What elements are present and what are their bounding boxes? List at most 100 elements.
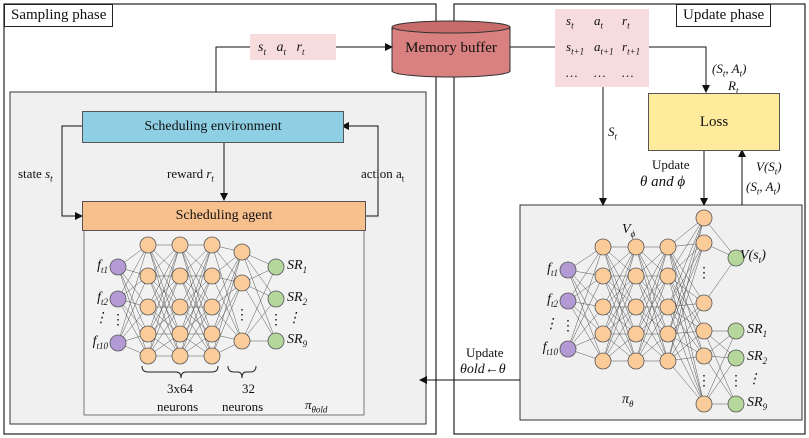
critic-actor-ellipsis: ⋮ (561, 319, 575, 334)
policy-sampling-edge (117, 244, 149, 344)
critic-actor-network: ⋮⋮⋮⋮ (559, 209, 745, 413)
policy-sampling-output-node (267, 258, 285, 276)
critic-actor-edge (667, 217, 705, 277)
critic-actor-hidden-node (695, 395, 713, 413)
critic-actor-edge (567, 269, 604, 362)
theta-phi-label: θ and ϕ (640, 174, 686, 190)
memory-table-cell: … (622, 65, 634, 80)
value-net-label: Vϕ (622, 222, 636, 239)
neurons-label-1: neurons (157, 399, 199, 414)
critic-actor-edge (635, 275, 669, 335)
policy-sampling-edge (147, 306, 181, 357)
critic-actor-hidden-node (695, 322, 713, 340)
memory-input-tuple: st at rt (258, 40, 305, 57)
critic-actor-ellipsis: ⋮ (697, 266, 711, 281)
critic-actor-edge (602, 275, 637, 362)
memory-table-cell: rt+1 (622, 39, 641, 57)
scheduling-agent-box: Scheduling agent (82, 201, 366, 231)
critic-actor-edge (602, 275, 637, 335)
critic-actor-ellipsis: ⋮ (729, 374, 743, 389)
policy-sampling-edge (179, 275, 213, 357)
critic-actor-hidden-node (627, 238, 645, 256)
critic-actor-edge (567, 275, 604, 350)
policy-sampling-input-node (109, 290, 127, 308)
critic-actor-hidden-node (594, 352, 612, 370)
sampling-phase-title: Sampling phase (4, 4, 114, 27)
policy-network-sampling: ⋮ ⋮ ⋮ (109, 236, 285, 365)
policy-sampling-edge (117, 275, 149, 344)
critic-actor-panel (519, 204, 803, 421)
reward-label: reward rt (167, 166, 214, 184)
policy-sampling-edge (211, 251, 243, 308)
policy-sampling-edge (179, 244, 213, 335)
hidden-layer-label-2: 32 (242, 381, 255, 396)
policy-sampling-edge (117, 266, 149, 357)
policy-sampling-ellipsis: ⋮ (269, 313, 283, 328)
critic-actor-edge (635, 246, 669, 308)
policy-sampling-edge (117, 298, 149, 357)
policy-sampling-hidden-node (139, 267, 157, 285)
policy-sampling-hidden-node (171, 325, 189, 343)
critic-actor-edge (667, 275, 705, 405)
policy-sampling-hidden-node (233, 243, 251, 261)
policy-sampling-hidden-node (171, 298, 189, 316)
policy-sampling-edge (211, 251, 243, 335)
input-feature-label: ft1 (547, 261, 558, 278)
output-rule-label: SR2 (747, 349, 768, 366)
memory-table-cell: … (594, 65, 606, 80)
critic-actor-edge (667, 246, 705, 357)
agent-network-box (83, 202, 365, 416)
critic-actor-hidden-node (659, 267, 677, 285)
critic-actor-output-node (727, 395, 745, 413)
critic-actor-edge (635, 246, 669, 335)
critic-actor-edge (667, 306, 705, 357)
value-output-label: V(st) (740, 248, 766, 265)
action-label: action at (361, 166, 405, 184)
return-label: Rt (728, 78, 739, 96)
policy-sampling-input-node (109, 258, 127, 276)
memory-table-cell: rt (622, 13, 630, 31)
memory-table-cell: … (566, 65, 578, 80)
critic-actor-hidden-node (627, 267, 645, 285)
critic-actor-edge (667, 246, 705, 332)
policy-sampling-ellipsis: ⋮ (235, 308, 249, 323)
critic-actor-hidden-node (594, 267, 612, 285)
input-feature-label: ft1 (97, 258, 108, 275)
memory-table-cell: st (566, 13, 574, 31)
critic-actor-edge (667, 306, 705, 405)
critic-actor-edge (667, 242, 705, 308)
critic-actor-hidden-node (627, 352, 645, 370)
policy-sampling-edge (241, 266, 277, 342)
policy-sampling-ellipsis: ⋮ (111, 313, 125, 328)
policy-net-label: πθ (622, 392, 634, 409)
update-word-critic: Update (652, 157, 690, 172)
policy-sampling-edge (179, 244, 213, 308)
critic-actor-edge (602, 246, 637, 308)
policy-sampling-edge (241, 251, 277, 300)
critic-actor-hidden-node (695, 209, 713, 227)
input-feature-label: ft10 (542, 340, 558, 357)
critic-actor-input-node (559, 261, 577, 279)
output-rule-label: ⋮ (747, 372, 761, 387)
policy-sampling-hidden-node (171, 347, 189, 365)
policy-sampling-edge (211, 282, 243, 335)
critic-actor-edge (667, 302, 705, 362)
policy-sampling-edge (179, 275, 213, 335)
policy-sampling-hidden-node (203, 267, 221, 285)
neurons-label-2: neurons (222, 399, 264, 414)
critic-actor-edge (667, 275, 705, 357)
critic-actor-hidden-node (695, 347, 713, 365)
memory-buffer-cylinder (391, 20, 511, 78)
policy-sampling-edge (147, 244, 181, 308)
critic-actor-hidden-node (627, 325, 645, 343)
critic-actor-edge (703, 330, 737, 405)
state-label: state st (18, 166, 53, 184)
critic-actor-edge (667, 275, 705, 332)
policy-sampling-hidden-node (139, 298, 157, 316)
critic-actor-output-node (727, 249, 745, 267)
output-rule-label: SR9 (747, 395, 768, 412)
policy-sampling-hidden-node (203, 347, 221, 365)
policy-sampling-edge (241, 282, 277, 342)
critic-actor-output-node (727, 322, 745, 340)
memory-table-cell: st+1 (566, 39, 585, 57)
